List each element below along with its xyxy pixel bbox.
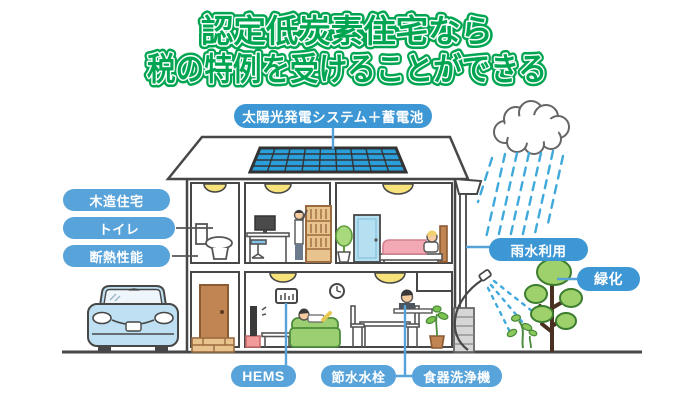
- cloud: [493, 100, 570, 155]
- label-toilet: トイレ: [63, 217, 175, 239]
- living-room: [245, 283, 345, 348]
- entrance: [191, 284, 235, 353]
- study-room: [246, 205, 332, 263]
- water-spray: [486, 279, 534, 336]
- gutter: [453, 177, 483, 195]
- label-greening: 緑化: [577, 267, 640, 291]
- connector-lines-dark: [172, 227, 213, 257]
- person-kitchen: [399, 289, 415, 309]
- kitchen-partition: [416, 272, 452, 292]
- dining-table: [359, 321, 411, 327]
- connector-lines-blue: [284, 127, 578, 378]
- houseplant: [425, 305, 449, 349]
- car: [87, 285, 179, 351]
- office-chair: [250, 239, 267, 259]
- label-insulation: 断熱性能: [63, 245, 170, 267]
- person-study: [293, 209, 308, 260]
- sprout-plant: [506, 314, 538, 349]
- bedroom-door: [353, 214, 381, 263]
- hems-panel: [275, 288, 298, 304]
- coffee-table: [261, 332, 293, 338]
- monitor: [254, 215, 276, 231]
- person-sofa: [298, 308, 332, 323]
- bed: [379, 225, 448, 263]
- title-line1-outline: 認定低炭素住宅なら: [201, 12, 493, 50]
- label-rainwater-use: 雨水利用: [489, 238, 588, 261]
- title-line2-outline: 税の特例を受けることができる: [147, 50, 547, 88]
- bedroom: [335, 214, 448, 263]
- toilet-fixture: [195, 223, 233, 260]
- page-title: 認定低炭素住宅なら 認定低炭素住宅なら 税の特例を受けることができる 税の特例を…: [143, 8, 551, 92]
- title-line1: 認定低炭素住宅なら: [201, 12, 493, 50]
- rain: [476, 149, 565, 240]
- ceiling-lights: [203, 183, 414, 284]
- label-water-saving-faucet: 節水水栓: [321, 365, 396, 387]
- bedroom-plant: [335, 225, 353, 263]
- chair: [405, 305, 420, 347]
- sofa: [289, 317, 341, 348]
- label-wooden-house: 木造住宅: [63, 189, 170, 211]
- wall-clock: [329, 283, 345, 299]
- label-solar-system: 太陽光発電システム＋蓄電池: [234, 104, 432, 128]
- tree: [524, 258, 583, 352]
- sprinkler-nozzle: [478, 269, 492, 282]
- garden-hose: [453, 279, 483, 351]
- tv: [250, 306, 257, 336]
- desk: [246, 232, 290, 238]
- bookshelf: [305, 205, 332, 263]
- counter: [393, 308, 433, 314]
- chair: [350, 305, 365, 347]
- solar-panel: [247, 146, 409, 174]
- tv-stand: [245, 335, 261, 348]
- label-hems: HEMS: [231, 365, 296, 387]
- label-dishwasher: 食器洗浄機: [412, 365, 502, 387]
- title-line2: 税の特例を受けることができる: [147, 50, 547, 88]
